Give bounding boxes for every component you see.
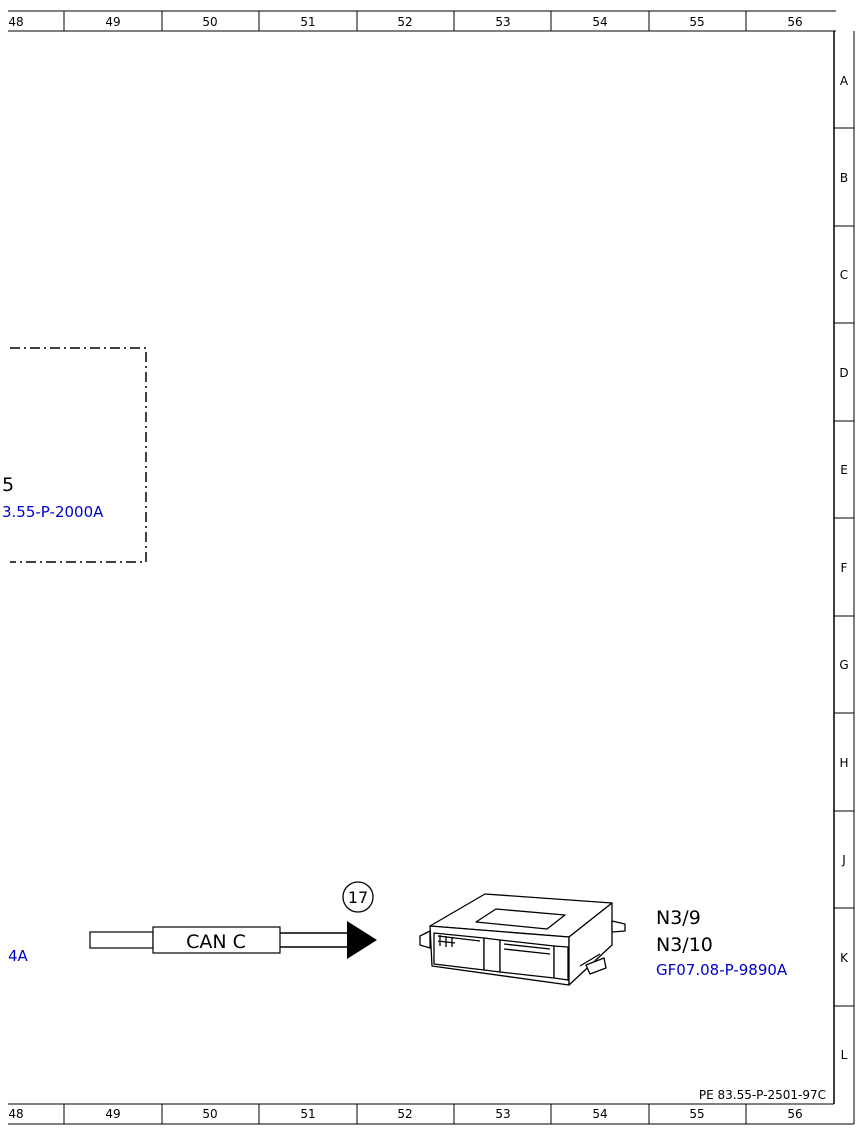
row-label-f: F: [841, 561, 848, 575]
row-label-a: A: [840, 74, 849, 88]
col-label-51-bottom: 51: [300, 1107, 315, 1121]
can-c-label-box: [152, 926, 281, 954]
row-label-h: H: [839, 756, 848, 770]
row-label-e: E: [840, 463, 848, 477]
col-label-48-bottom: 48: [8, 1107, 23, 1121]
col-label-55-bottom: 55: [689, 1107, 704, 1121]
col-label-55: 55: [689, 15, 704, 29]
can-c-label: CAN C: [186, 931, 246, 953]
left-component-boundary: 5 3.55-P-2000A: [2, 347, 147, 563]
left-component-ref-link[interactable]: 3.55-P-2000A: [2, 503, 104, 521]
left-component-label: 5: [2, 474, 14, 496]
col-label-52-bottom: 52: [397, 1107, 412, 1121]
row-label-j: J: [841, 853, 846, 867]
drawing-frame: [8, 31, 835, 1105]
col-label-53: 53: [495, 15, 510, 29]
bottom-column-ruler: 48 49 50 51 52 53 54 55 56: [8, 1104, 854, 1125]
row-label-g: G: [839, 658, 848, 672]
row-label-d: D: [839, 366, 848, 380]
bus-wire-left: [89, 931, 154, 949]
control-unit-module-icon: [419, 893, 626, 986]
col-label-51: 51: [300, 15, 315, 29]
col-label-49-bottom: 49: [105, 1107, 120, 1121]
connector-marker-number: 17: [348, 888, 368, 907]
left-edge-ref-link[interactable]: 4A: [8, 947, 29, 965]
document-code: PE 83.55-P-2501-97C: [699, 1088, 826, 1102]
control-unit-label-n3-9: N3/9: [656, 907, 701, 929]
control-unit-label-n3-10: N3/10: [656, 934, 713, 956]
row-label-l: L: [841, 1048, 848, 1062]
arrow-head-icon: [347, 921, 377, 959]
top-column-ruler: 48 49 50 51 52 53 54 55 56: [8, 10, 836, 32]
can-c-bus: CAN C: [89, 921, 377, 959]
col-label-48: 48: [8, 15, 23, 29]
col-label-53-bottom: 53: [495, 1107, 510, 1121]
col-label-52: 52: [397, 15, 412, 29]
row-label-k: K: [840, 951, 849, 965]
control-unit-ref-link[interactable]: GF07.08-P-9890A: [656, 961, 788, 979]
col-label-54: 54: [592, 15, 607, 29]
col-label-50: 50: [202, 15, 217, 29]
row-label-c: C: [840, 268, 848, 282]
row-label-b: B: [840, 171, 848, 185]
connector-marker: 17: [342, 881, 374, 913]
col-label-54-bottom: 54: [592, 1107, 607, 1121]
right-row-ruler: A B C D E F G H J K L: [834, 31, 855, 1124]
col-label-50-bottom: 50: [202, 1107, 217, 1121]
col-label-49: 49: [105, 15, 120, 29]
col-label-56: 56: [787, 15, 802, 29]
col-label-56-bottom: 56: [787, 1107, 802, 1121]
